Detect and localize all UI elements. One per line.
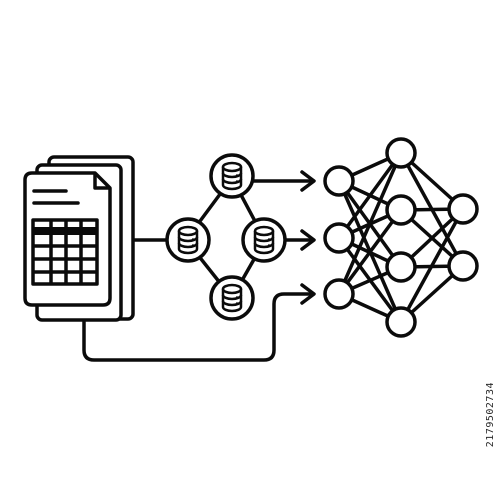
neural-network-icon <box>323 137 479 338</box>
spreadsheet-files-icon <box>23 155 135 322</box>
neuron-node-layer-1 <box>323 165 355 197</box>
network-connection <box>337 151 403 240</box>
arrow-right-icon <box>300 283 316 305</box>
neuron-node-layer-2 <box>385 137 417 169</box>
network-connection <box>337 208 403 296</box>
neuron-node-layer-2 <box>385 251 417 283</box>
spreadsheet-table <box>31 218 99 286</box>
network-connection <box>399 208 465 323</box>
stock-id-label: 2179502734 <box>485 382 496 448</box>
connector-lines <box>82 238 312 362</box>
database-network-icon <box>165 153 287 321</box>
folded-corner <box>93 173 110 190</box>
bottom-route-line <box>82 292 312 362</box>
database-node-top <box>209 153 255 199</box>
arrow-right-icon <box>284 229 316 251</box>
neuron-node-layer-2 <box>385 194 417 226</box>
neuron-node-layer-2 <box>385 306 417 338</box>
neuron-node-layer-3 <box>447 250 479 282</box>
neuron-node-layer-3 <box>447 193 479 225</box>
network-connection <box>337 152 403 295</box>
database-node-bottom <box>209 275 255 321</box>
neuron-node-layer-1 <box>323 278 355 310</box>
arrows <box>252 170 316 305</box>
database-node-right <box>241 217 287 263</box>
neuron-node-layer-1 <box>323 222 355 254</box>
database-node-left <box>165 217 211 263</box>
arrow-right-icon <box>252 170 316 192</box>
